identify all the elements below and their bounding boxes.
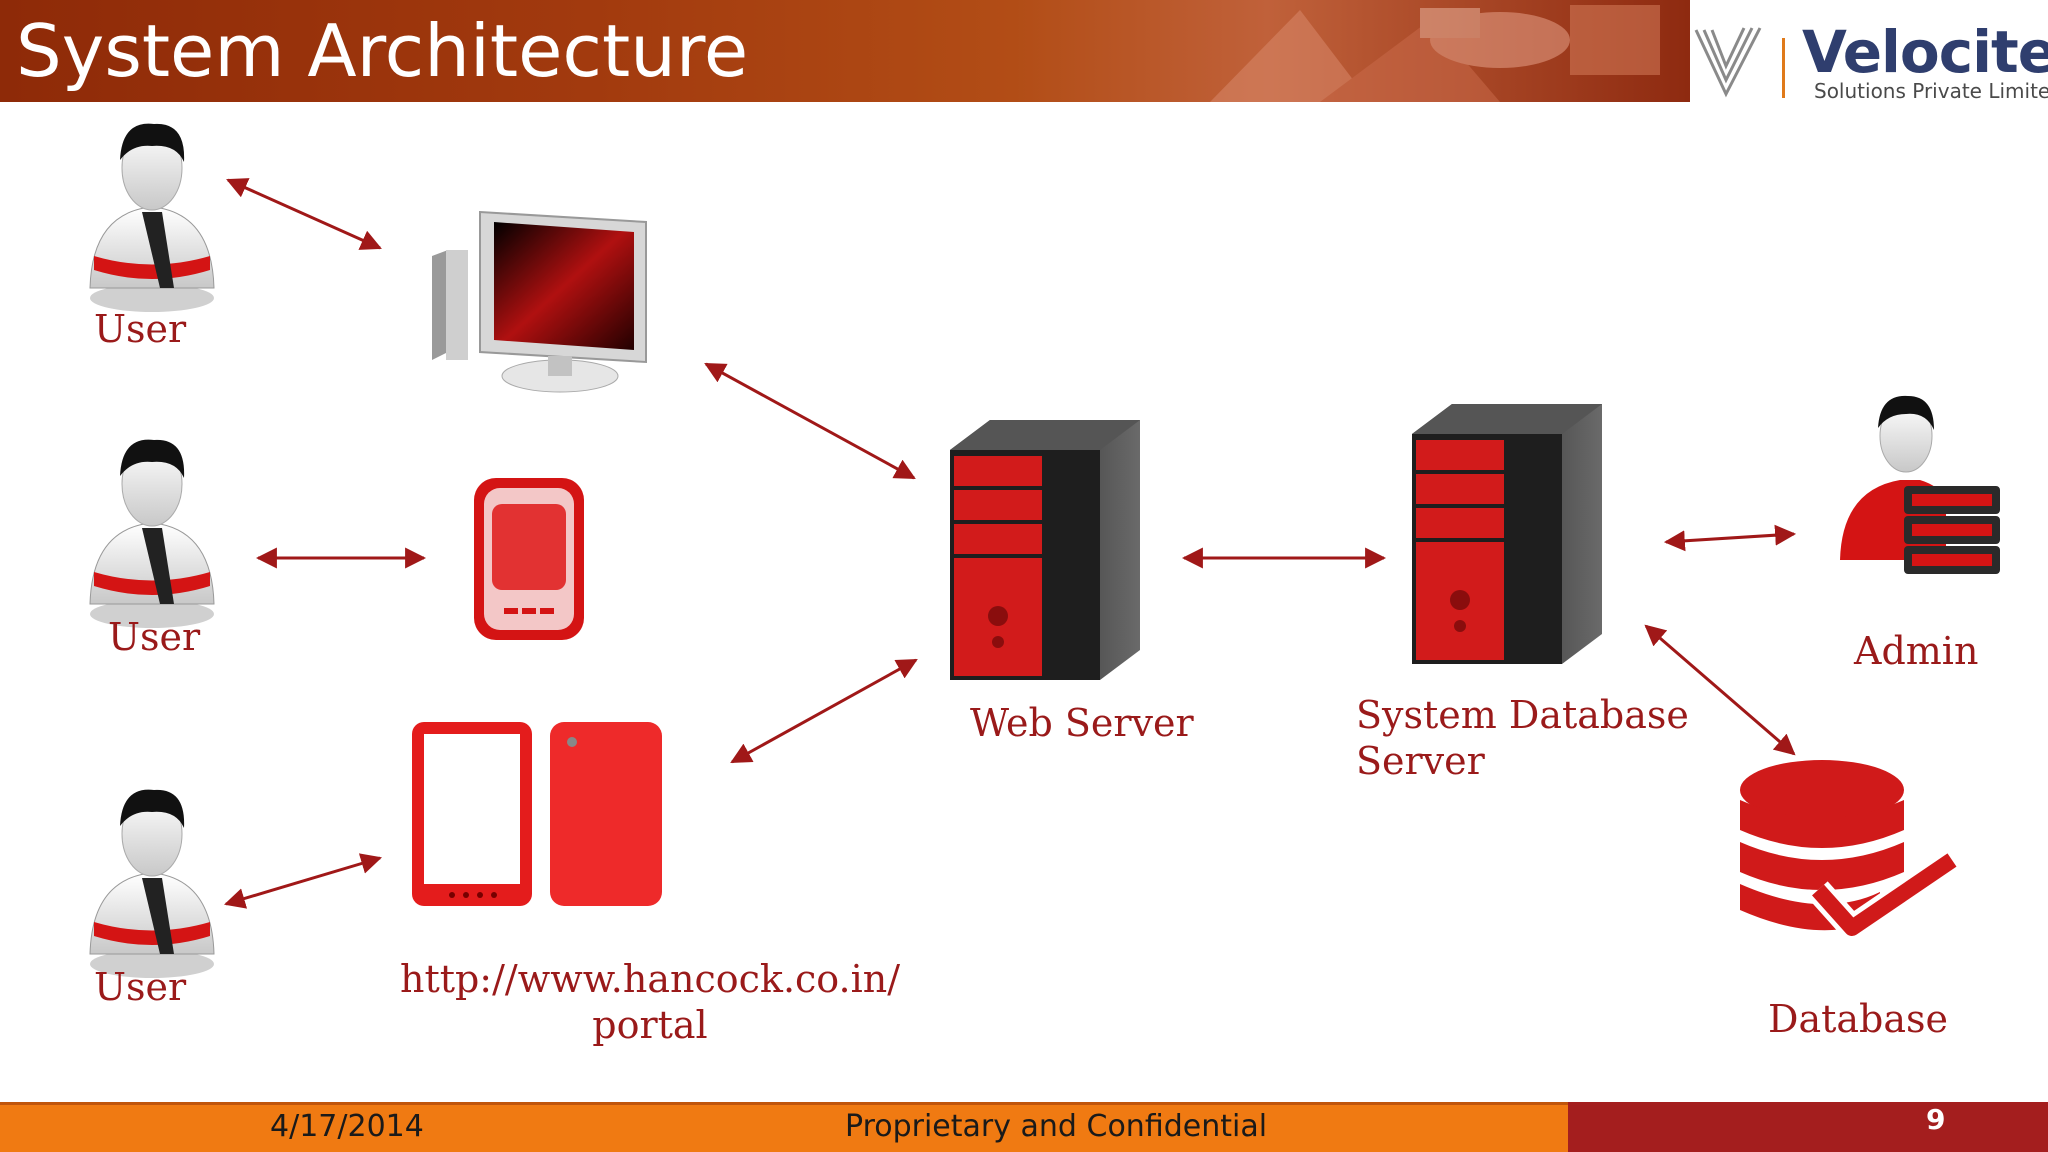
portal-url-line2: portal (592, 1003, 708, 1047)
user-label-middle: User (108, 615, 201, 659)
user-icon (89, 439, 215, 629)
admin-icon (1840, 395, 2000, 574)
server-tower-icon (950, 420, 1140, 680)
page-title: System Architecture (16, 9, 749, 93)
footer-bar (0, 1102, 1568, 1152)
footer-confidential: Proprietary and Confidential (845, 1109, 1268, 1144)
portal-url-label: http://www.hancock.co.in/ portal (380, 956, 920, 1048)
db-server-label: System Database Server (1356, 692, 1689, 784)
db-server-line2: Server (1356, 739, 1485, 783)
mobile-phone-icon (474, 478, 584, 640)
admin-label: Admin (1854, 629, 1979, 673)
company-logo: Velociter Solutions Private Limited (1690, 0, 2048, 102)
database-check-icon (1740, 760, 1960, 941)
logo-name: Velociter (1802, 18, 2048, 86)
desktop-computer-icon (432, 210, 647, 393)
user-label-top: User (94, 307, 187, 351)
page-number: 9 (1926, 1103, 1946, 1136)
user-icon (89, 123, 215, 313)
header-decoration (1210, 5, 1660, 102)
footer-date: 4/17/2014 (270, 1109, 424, 1144)
footer-page-area (1568, 1102, 2048, 1152)
user-label-bottom: User (94, 965, 187, 1009)
web-server-label: Web Server (970, 701, 1194, 745)
connection-arrows (223, 178, 1797, 909)
tablet-icon (412, 722, 662, 906)
logo-divider (1782, 38, 1785, 98)
header-banner: System Architecture (0, 0, 1690, 102)
velociter-v-icon (1694, 27, 1762, 98)
database-label: Database (1768, 997, 1949, 1041)
db-server-line1: System Database (1356, 693, 1689, 737)
portal-url-line1: http://www.hancock.co.in/ (399, 957, 901, 1001)
user-icon (89, 789, 215, 979)
logo-subtitle: Solutions Private Limited (1814, 79, 2048, 103)
server-tower-icon (1412, 404, 1602, 664)
